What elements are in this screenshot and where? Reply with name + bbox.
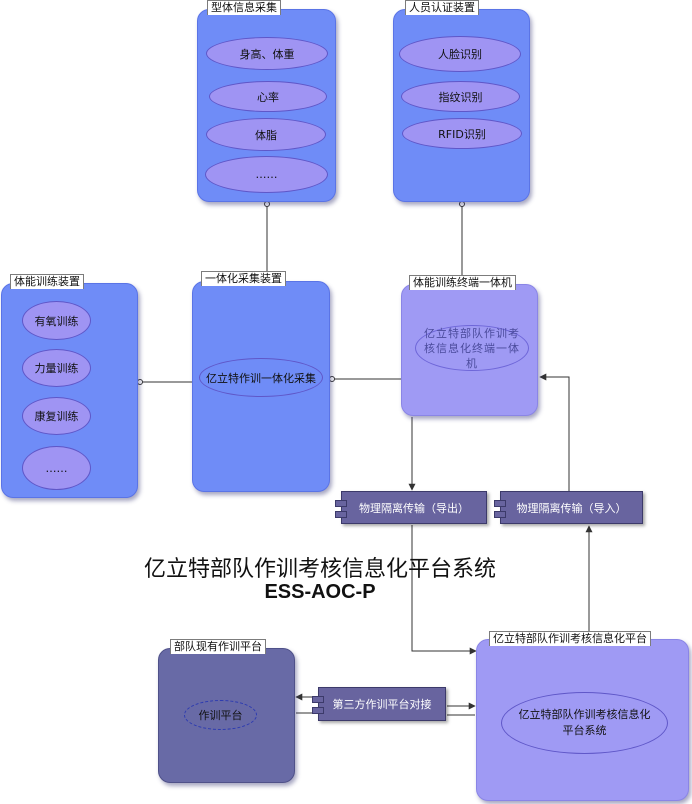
port-bodyinfo bbox=[264, 201, 270, 207]
transfer-export-nub-top bbox=[335, 500, 347, 507]
transfer-import-label: 物理隔离传输（导入） bbox=[516, 501, 627, 515]
third-party-nub-top bbox=[312, 696, 324, 703]
third-party-nub-bottom bbox=[312, 707, 324, 714]
training-item-more: …… bbox=[22, 446, 91, 490]
body-info-label: 型体信息采集 bbox=[207, 0, 281, 15]
third-party-label: 第三方作训平台对接 bbox=[332, 698, 432, 711]
transfer-import-nub-bottom bbox=[494, 511, 506, 518]
link-import-terminal bbox=[539, 373, 570, 491]
collect-device-inner: 亿立特作训一体化采集 bbox=[199, 358, 323, 397]
port-training bbox=[137, 379, 143, 385]
link-export-platform bbox=[411, 525, 477, 655]
transfer-export-label: 物理隔离传输（导出） bbox=[359, 501, 469, 515]
transfer-import-nub-top bbox=[494, 500, 506, 507]
info-platform-box: 亿立特部队作训考核信息化平台系统 bbox=[476, 639, 689, 801]
port-auth bbox=[459, 201, 465, 207]
auth-device-box: 人脸识别 指纹识别 RFID识别 bbox=[393, 9, 530, 202]
body-info-item-body-fat: 体脂 bbox=[206, 118, 326, 151]
info-platform-label: 亿立特部队作训考核信息化平台 bbox=[489, 631, 651, 646]
collect-device-box: 亿立特作训一体化采集 bbox=[192, 281, 330, 492]
info-platform-inner: 亿立特部队作训考核信息化平台系统 bbox=[501, 692, 668, 754]
transfer-export-component: 物理隔离传输（导出） bbox=[335, 491, 487, 524]
port-collect bbox=[329, 376, 335, 382]
diagram-title: 亿立特部队作训考核信息化平台系统 bbox=[143, 557, 496, 582]
diagram-subtitle: ESS-AOC-P bbox=[264, 581, 376, 603]
transfer-export-nub-bottom bbox=[335, 511, 347, 518]
training-item-rehab: 康复训练 bbox=[22, 397, 91, 435]
auth-item-fingerprint: 指纹识别 bbox=[401, 81, 520, 112]
auth-device-label: 人员认证装置 bbox=[405, 0, 479, 15]
terminal-inner: 亿立特部队作训考核信息化终端一体机 bbox=[415, 325, 529, 371]
collect-device-label: 一体化采集装置 bbox=[201, 271, 286, 286]
body-info-item-heart-rate: 心率 bbox=[209, 81, 327, 112]
training-device-label: 体能训练装置 bbox=[10, 274, 84, 289]
auth-item-rfid: RFID识别 bbox=[402, 118, 522, 149]
body-info-item-height-weight: 身高、体重 bbox=[206, 37, 328, 70]
training-item-aerobic: 有氧训练 bbox=[22, 301, 91, 340]
terminal-label: 体能训练终端一体机 bbox=[409, 275, 516, 290]
training-device-box: 有氧训练 力量训练 康复训练 …… bbox=[1, 283, 138, 498]
transfer-import-component: 物理隔离传输（导入） bbox=[494, 491, 643, 524]
body-info-box: 身高、体重 心率 体脂 …… bbox=[197, 9, 336, 202]
third-party-component: 第三方作训平台对接 bbox=[312, 687, 446, 721]
training-item-strength: 力量训练 bbox=[22, 349, 91, 387]
existing-platform-box: 作训平台 bbox=[158, 648, 295, 783]
body-info-item-more: …… bbox=[205, 156, 328, 193]
terminal-box: 亿立特部队作训考核信息化终端一体机 bbox=[401, 284, 538, 416]
existing-platform-inner: 作训平台 bbox=[184, 700, 257, 730]
existing-platform-label: 部队现有作训平台 bbox=[170, 639, 266, 654]
auth-item-face: 人脸识别 bbox=[399, 36, 521, 72]
